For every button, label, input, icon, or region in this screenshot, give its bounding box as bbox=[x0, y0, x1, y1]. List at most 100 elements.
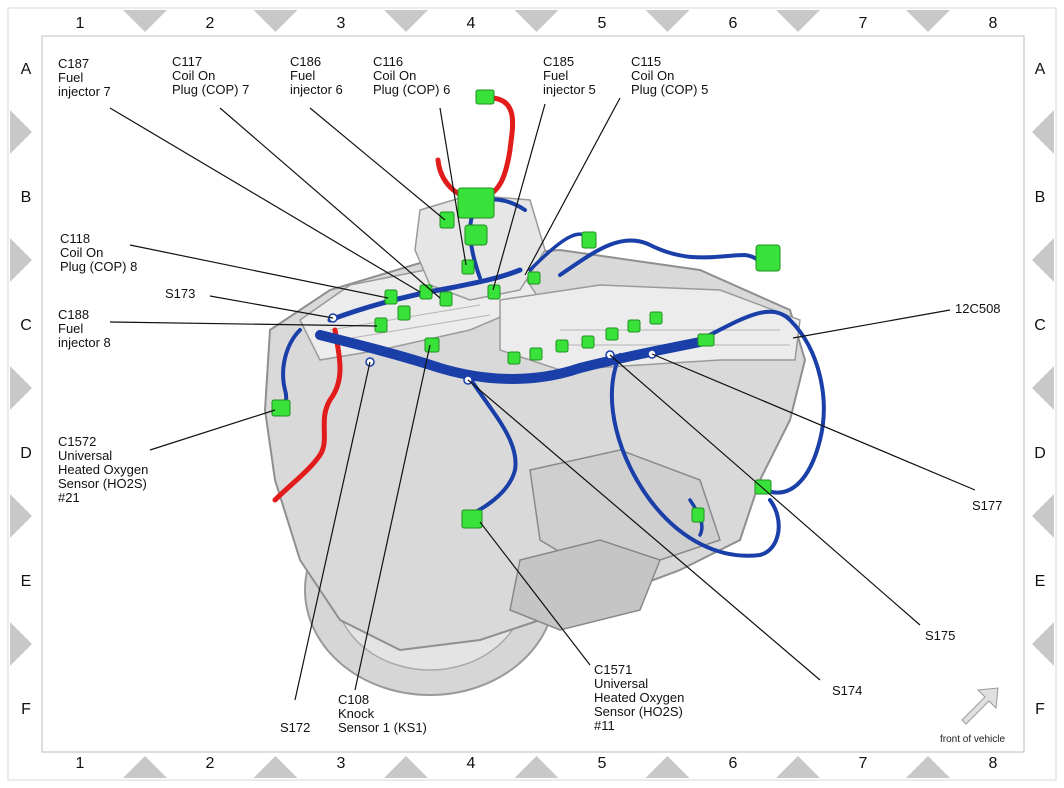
harness-right bbox=[698, 309, 826, 495]
leader-c188 bbox=[109, 321, 378, 327]
harness-main bbox=[315, 330, 705, 384]
connector-c117 bbox=[439, 291, 453, 307]
grid-marker-bottom bbox=[253, 756, 298, 778]
grid-marker-left bbox=[10, 366, 32, 410]
front-of-vehicle-label: front of vehicle bbox=[940, 734, 1005, 745]
grid-marker-left bbox=[10, 110, 32, 154]
label-s175: S175 bbox=[925, 628, 955, 643]
leader-c1571 bbox=[479, 521, 591, 666]
front-of-vehicle-indicator: front of vehicle bbox=[940, 687, 1005, 745]
column-label-bottom-8: 8 bbox=[989, 755, 998, 772]
harness-to-right-connector bbox=[558, 238, 767, 277]
injector-r2 bbox=[529, 347, 543, 361]
row-label-left-B: B bbox=[21, 189, 32, 206]
grid-marker-right bbox=[1032, 622, 1054, 666]
label-s177: S177 bbox=[972, 498, 1002, 513]
leader-12c508 bbox=[792, 309, 951, 339]
grid-marker-top bbox=[384, 10, 428, 32]
connector-lower-right bbox=[754, 479, 772, 495]
leader-c117 bbox=[219, 107, 441, 299]
red-wire-top bbox=[435, 95, 516, 201]
injector-r4 bbox=[581, 335, 595, 349]
row-label-left-C: C bbox=[20, 317, 32, 334]
connector-right-side bbox=[697, 333, 715, 347]
row-label-left-D: D bbox=[20, 445, 32, 462]
diagram-frame bbox=[7, 7, 1057, 781]
grid-marker-top bbox=[514, 10, 559, 32]
leader-c118 bbox=[129, 244, 389, 299]
harness-right-loop bbox=[610, 353, 781, 558]
grid-markers bbox=[10, 10, 1054, 778]
grid-marker-left bbox=[10, 622, 32, 666]
leader-c185 bbox=[492, 103, 546, 291]
connector-c188 bbox=[374, 317, 388, 333]
connector-c1572 bbox=[271, 399, 291, 417]
column-label-top-3: 3 bbox=[337, 15, 346, 32]
grid-marker-top bbox=[645, 10, 690, 32]
grid-marker-top bbox=[253, 10, 298, 32]
leader-c108 bbox=[354, 344, 431, 691]
connector-top-red bbox=[475, 89, 495, 105]
grid-marker-top bbox=[123, 10, 167, 32]
grid-marker-right bbox=[1032, 366, 1054, 410]
injector-r3 bbox=[555, 339, 569, 353]
row-label-right-F: F bbox=[1035, 701, 1045, 718]
arrow-icon bbox=[961, 687, 999, 725]
column-label-bottom-1: 1 bbox=[76, 755, 85, 772]
column-label-top-7: 7 bbox=[859, 15, 868, 32]
oil-pan bbox=[509, 539, 661, 631]
grid-marker-left bbox=[10, 238, 32, 282]
column-label-top-5: 5 bbox=[598, 15, 607, 32]
leader-c187 bbox=[109, 107, 421, 293]
grid-marker-bottom bbox=[906, 756, 950, 778]
row-label-right-D: D bbox=[1034, 445, 1046, 462]
grid-marker-right bbox=[1032, 494, 1054, 538]
row-label-left-A: A bbox=[21, 61, 32, 78]
connector-cluster-2 bbox=[464, 224, 488, 246]
column-label-bottom-4: 4 bbox=[467, 755, 476, 772]
exhaust-manifold bbox=[529, 449, 721, 571]
row-label-right-A: A bbox=[1035, 61, 1046, 78]
leader-s173 bbox=[209, 295, 334, 319]
connector-c187 bbox=[419, 284, 433, 300]
leader-c115 bbox=[524, 97, 621, 276]
grid-marker-bottom bbox=[384, 756, 428, 778]
leader-c116 bbox=[439, 107, 467, 266]
column-label-top-1: 1 bbox=[76, 15, 85, 32]
connector-top-right bbox=[581, 231, 597, 249]
label-12c508: 12C508 bbox=[955, 301, 1001, 316]
row-label-right-E: E bbox=[1035, 573, 1046, 590]
injector-r7 bbox=[649, 311, 663, 325]
injector-r5 bbox=[605, 327, 619, 341]
column-label-top-2: 2 bbox=[206, 15, 215, 32]
inner-frame bbox=[41, 35, 1025, 753]
label-s174: S174 bbox=[832, 683, 862, 698]
connector-c118 bbox=[384, 289, 398, 305]
leader-c186 bbox=[309, 107, 446, 221]
row-label-right-C: C bbox=[1034, 317, 1046, 334]
connector-right bbox=[755, 244, 781, 272]
label-s172: S172 bbox=[280, 720, 310, 735]
column-label-top-4: 4 bbox=[467, 15, 476, 32]
column-label-bottom-7: 7 bbox=[859, 755, 868, 772]
leader-s175 bbox=[609, 354, 921, 626]
connector-c108 bbox=[424, 337, 440, 353]
connector-low bbox=[691, 507, 705, 523]
connector-cluster-1 bbox=[457, 187, 495, 219]
connector-upper-r bbox=[527, 271, 541, 285]
grid-marker-top bbox=[776, 10, 820, 32]
grid-marker-bottom bbox=[776, 756, 820, 778]
column-label-bottom-2: 2 bbox=[206, 755, 215, 772]
